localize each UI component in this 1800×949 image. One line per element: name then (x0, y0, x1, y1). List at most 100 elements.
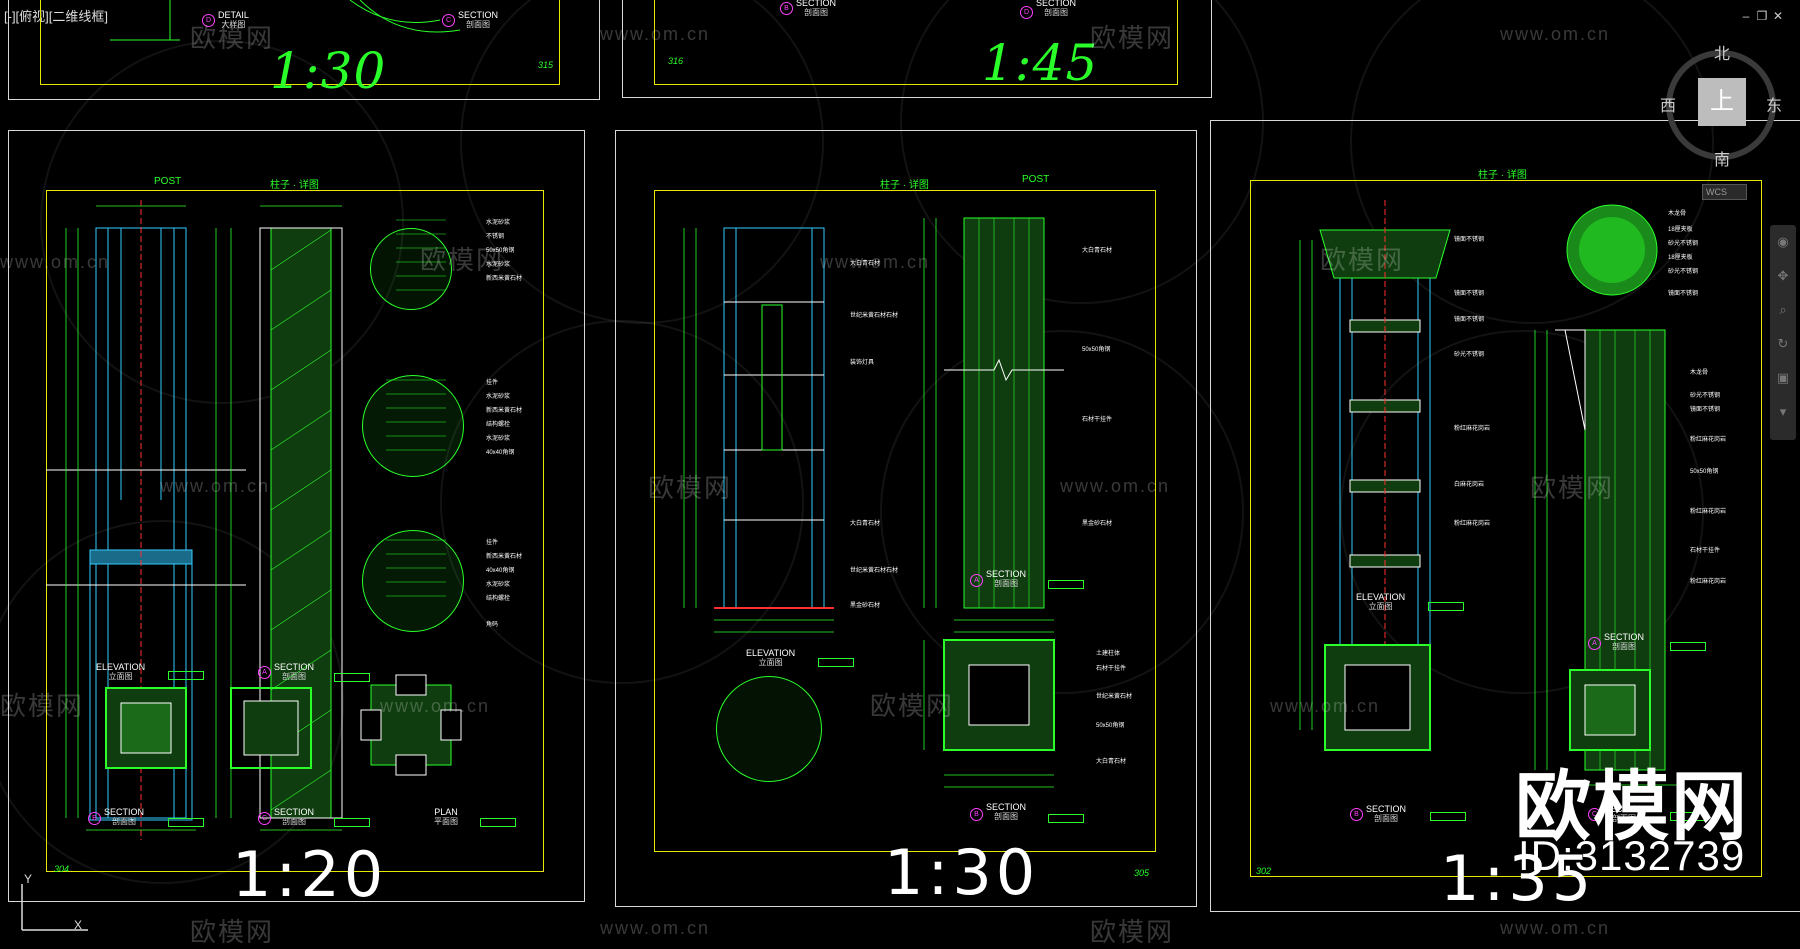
sheet-header-left: POST (154, 176, 182, 187)
material-note: 结构螺栓 (486, 422, 511, 428)
sheet-2-linework (683, 217, 1064, 788)
material-note: 角码 (486, 622, 499, 628)
ucs-x-label: X (74, 918, 83, 932)
scale-label: 1:35 (1440, 842, 1596, 915)
view-title-cn: 剖面图 (994, 812, 1018, 821)
close-button[interactable]: ✕ (1772, 9, 1784, 23)
view-title-cn: 大样图 (221, 20, 246, 29)
brand-watermark-large: 欧模网 (1515, 765, 1749, 850)
detail-zoom-circle (370, 228, 452, 310)
material-note: 砂光不锈钢 (1454, 352, 1485, 358)
watermark-brand: 欧模网 (0, 691, 85, 721)
material-note: 石材干挂件 (1096, 666, 1127, 672)
material-note: 50x50角钢 (486, 248, 515, 254)
restore-button[interactable]: ❐ (1756, 9, 1768, 23)
material-note: 挂件 (486, 380, 499, 386)
material-note: 粉红麻花岗岩 (1690, 509, 1727, 515)
pan-icon[interactable]: ✥ (1777, 268, 1789, 283)
watermark-brand: 欧模网 (190, 23, 275, 53)
orbit-icon[interactable]: ↻ (1777, 336, 1789, 351)
material-note: 50x50角钢 (1096, 723, 1125, 729)
material-note: 大白青石材 (850, 261, 881, 267)
watermark-url: www.om.cn (1270, 696, 1381, 716)
material-note: 粉红麻花岗岩 (1690, 579, 1727, 585)
view-title-cn: 剖面图 (466, 20, 490, 29)
material-note: 新西米黄石材 (486, 408, 523, 414)
material-note: 土建柱体 (1096, 651, 1121, 657)
compass-north[interactable]: 北 (1714, 46, 1731, 63)
material-note: 粉红麻花岗岩 (1690, 437, 1727, 443)
showmotion-icon[interactable]: ▣ (1776, 370, 1790, 385)
watermark-url: www.om.cn (0, 252, 111, 272)
material-note: 世纪米黄石材石材 (850, 313, 899, 319)
steering-wheel-icon[interactable]: ◉ (1777, 234, 1789, 249)
viewcube-ring[interactable] (1666, 50, 1776, 160)
material-note: 镜面不锈钢 (1690, 407, 1721, 413)
navbar-menu-icon[interactable]: ▾ (1779, 404, 1787, 419)
drawing-tag (1430, 812, 1466, 821)
view-title-en: SECTION (796, 0, 837, 8)
drawing-tag (334, 673, 370, 682)
material-note: 砂光不锈钢 (1668, 241, 1699, 247)
detail-zoom-circle (362, 530, 464, 632)
view-title-cn: 剖面图 (282, 672, 306, 681)
scale-label: 1:20 (232, 838, 388, 911)
view-bubble: C (1588, 808, 1601, 821)
sheet-header-right: POST (1022, 174, 1050, 185)
top-sheet-left (8, 0, 600, 100)
wcs-menu[interactable]: WCS (1702, 184, 1747, 200)
material-note: 镜面不锈钢 (1668, 291, 1699, 297)
material-note: 砂光不锈钢 (1690, 393, 1721, 399)
material-note: 石材干挂件 (1082, 417, 1113, 423)
material-note: 黑金砂石材 (850, 603, 881, 609)
navigation-bar[interactable]: ◉ ✥ ⌕ ↻ ▣ ▾ (1770, 225, 1796, 440)
zoom-icon[interactable]: ⌕ (1779, 302, 1787, 317)
material-note: 水泥砂浆 (486, 582, 511, 588)
viewcube-top-face[interactable]: 上 (1698, 78, 1746, 126)
wcs-label: WCS (1706, 187, 1727, 197)
material-note: 新西米黄石材 (486, 554, 523, 560)
page-number: 316 (668, 56, 684, 66)
view-bubble: B (970, 808, 983, 821)
drawing-sheet-1-frame (46, 190, 544, 872)
compass-east[interactable]: 东 (1766, 98, 1783, 115)
minimize-button[interactable]: – (1742, 9, 1750, 23)
sheet-3-linework (1299, 200, 1680, 786)
view-title-en: SECTION (458, 10, 499, 20)
watermark-brand: 欧模网 (1530, 473, 1615, 503)
material-note: 粉红麻花岗岩 (1454, 521, 1491, 527)
material-note: 18厘夹板 (1668, 227, 1693, 233)
material-note: 大白青石材 (1096, 759, 1127, 765)
material-note: 世纪米黄石材 (1096, 694, 1133, 700)
scale-label: 1:30 (884, 836, 1040, 909)
view-title-cn: 立面图 (108, 672, 133, 681)
material-note: 新西米黄石材 (486, 276, 523, 282)
view-title-en: SECTION (104, 807, 145, 817)
material-note: 大白青石材 (850, 521, 881, 527)
view-title-en: SECTION (1604, 804, 1645, 814)
material-note: 水泥砂浆 (486, 394, 511, 400)
viewport-label[interactable]: [-][俯视][二维线框] (4, 9, 109, 24)
view-bubble: B (780, 2, 793, 15)
ucs-icon (21, 884, 88, 931)
material-note: 不锈钢 (486, 234, 505, 240)
view-bubble: B (1350, 808, 1363, 821)
compass-west[interactable]: 西 (1660, 98, 1677, 115)
view-title-cn: 剖面图 (1374, 814, 1398, 823)
compass-south[interactable]: 南 (1714, 152, 1731, 169)
ucs-y-label: Y (24, 872, 33, 886)
sheet-header-right: 柱子 · 详图 (270, 180, 319, 191)
top-sheet-mid (622, 0, 1212, 98)
view-title-cn: 剖面图 (1612, 642, 1636, 651)
drawing-sheet-3-frame (1250, 180, 1762, 877)
drawing-tag (1048, 814, 1084, 823)
material-note: 镜面不锈钢 (1454, 237, 1485, 243)
drawing-tag (818, 658, 854, 667)
page-number: 302 (1256, 866, 1272, 876)
watermark-url: www.om.cn (160, 476, 271, 496)
